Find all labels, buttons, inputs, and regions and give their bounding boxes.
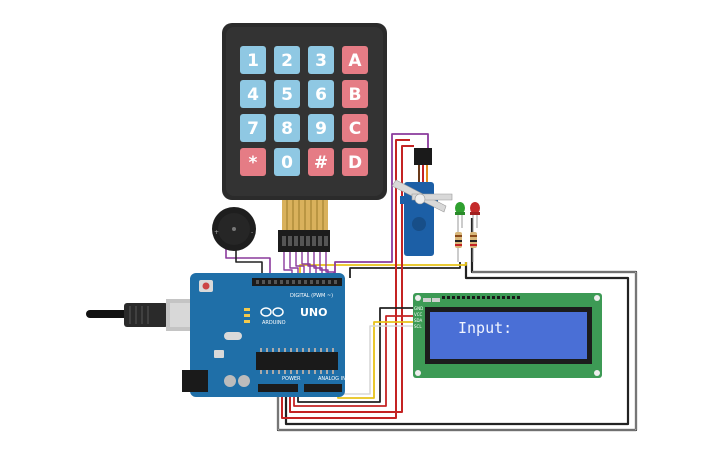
keypad-key-face [342, 80, 368, 108]
wire-yellow-lcd [337, 321, 416, 399]
lcd-pin-vcc: VCC [414, 312, 423, 317]
lcd-pin-sda: SDA [414, 318, 423, 323]
buzzer-hole [232, 227, 236, 231]
power-header [258, 384, 298, 392]
keypad-key[interactable]: 0 [274, 148, 300, 176]
arduino-uno[interactable]: DIGITAL (PWM ~) ARDUINO UNO [86, 273, 346, 397]
lcd-module[interactable]: Input: GND VCC SDA SCL [413, 293, 602, 378]
resistor-2[interactable] [470, 225, 477, 262]
keypad-key-face [240, 114, 266, 142]
green-led[interactable] [455, 202, 465, 228]
capacitor [224, 375, 236, 387]
lcd-pin-gnd: GND [414, 306, 423, 311]
keypad-key[interactable]: # [308, 148, 334, 176]
capacitor [238, 375, 250, 387]
wire-yellow-led [299, 262, 467, 278]
keypad-key[interactable]: C [342, 114, 368, 142]
wire-red-lcd [293, 315, 416, 407]
keypad-key-label: 6 [315, 85, 327, 105]
servo-horn[interactable] [391, 179, 453, 213]
arduino-model: UNO [300, 306, 328, 319]
keypad-key-label: 0 [281, 153, 293, 173]
keypad-key-face [308, 114, 334, 142]
resistor-1[interactable] [455, 225, 462, 262]
keypad-key[interactable]: * [240, 148, 266, 176]
keypad-key-label: B [349, 85, 362, 105]
keypad-key[interactable]: B [342, 80, 368, 108]
wire-purple-servo [334, 133, 429, 278]
wire-red-1 [281, 139, 410, 419]
keypad-key-label: C [349, 119, 361, 139]
wire-purple-buzzer [225, 248, 271, 278]
lcd-screen [430, 312, 587, 359]
keypad-key-face [274, 46, 300, 74]
keypad-key[interactable]: 7 [240, 114, 266, 142]
keypad[interactable]: 1 2 3 A 4 5 6 B 7 8 9 C * 0 # D [222, 23, 387, 252]
red-led[interactable] [470, 202, 480, 228]
keypad-key[interactable]: 1 [240, 46, 266, 74]
power-label: POWER [282, 376, 301, 382]
keypad-key-face [274, 148, 300, 176]
keypad-key[interactable]: 3 [308, 46, 334, 74]
keypad-key-label: 1 [247, 51, 259, 71]
digital-header [252, 278, 342, 286]
analog-header [304, 384, 342, 392]
wire-black-2 [284, 262, 630, 426]
keypad-key-label: 8 [281, 119, 293, 139]
arduino-brand: ARDUINO [262, 320, 286, 326]
keypad-key[interactable]: 2 [274, 46, 300, 74]
arduino-logo: ARDUINO [260, 307, 286, 326]
keypad-keys: 1 2 3 A 4 5 6 B 7 8 9 C * 0 # D [240, 46, 368, 176]
wire-black-buzzer [235, 248, 263, 278]
keypad-key-label: # [314, 153, 328, 173]
keypad-ribbon-cable [282, 200, 328, 230]
power-jack [182, 370, 208, 392]
keypad-key[interactable]: 9 [308, 114, 334, 142]
keypad-key-face [342, 114, 368, 142]
servo-motor[interactable] [391, 148, 453, 256]
servo-connector [414, 148, 432, 165]
keypad-key-face [274, 80, 300, 108]
keypad-key-label: D [348, 153, 362, 173]
keypad-key-face [308, 80, 334, 108]
lcd-text: Input: [458, 319, 512, 337]
wire-red-2 [289, 145, 414, 413]
keypad-key-face [240, 148, 266, 176]
keypad-key[interactable]: 4 [240, 80, 266, 108]
keypad-key-label: 5 [281, 85, 293, 105]
keypad-key-face [342, 46, 368, 74]
keypad-key-label: 9 [315, 119, 327, 139]
keypad-key-face [308, 148, 334, 176]
keypad-key[interactable]: 6 [308, 80, 334, 108]
microcontroller-chip [256, 352, 338, 370]
keypad-key[interactable]: 5 [274, 80, 300, 108]
keypad-key-label: 7 [247, 119, 259, 139]
keypad-key-face [308, 46, 334, 74]
lcd-pins: GND VCC SDA SCL [414, 306, 423, 329]
keypad-key-label: A [348, 51, 362, 71]
usb-cable [86, 299, 200, 331]
keypad-key[interactable]: D [342, 148, 368, 176]
keypad-key-label: 3 [315, 51, 327, 71]
svg-text:-: - [251, 229, 253, 236]
keypad-key-label: 4 [247, 85, 259, 105]
wire-white-outer [277, 271, 637, 431]
keypad-key[interactable]: A [342, 46, 368, 74]
keypad-key[interactable]: 8 [274, 114, 300, 142]
analog-label: ANALOG IN [318, 376, 346, 382]
keypad-key-face [342, 148, 368, 176]
keypad-key-face [240, 80, 266, 108]
svg-text:+: + [214, 229, 219, 236]
digital-label: DIGITAL (PWM ~) [290, 293, 333, 299]
keypad-key-face [240, 46, 266, 74]
piezo-buzzer[interactable]: + - [212, 207, 256, 251]
keypad-key-label: 2 [281, 51, 293, 71]
lcd-pin-scl: SCL [414, 324, 422, 329]
keypad-key-face [274, 114, 300, 142]
keypad-key-label: * [249, 153, 258, 173]
